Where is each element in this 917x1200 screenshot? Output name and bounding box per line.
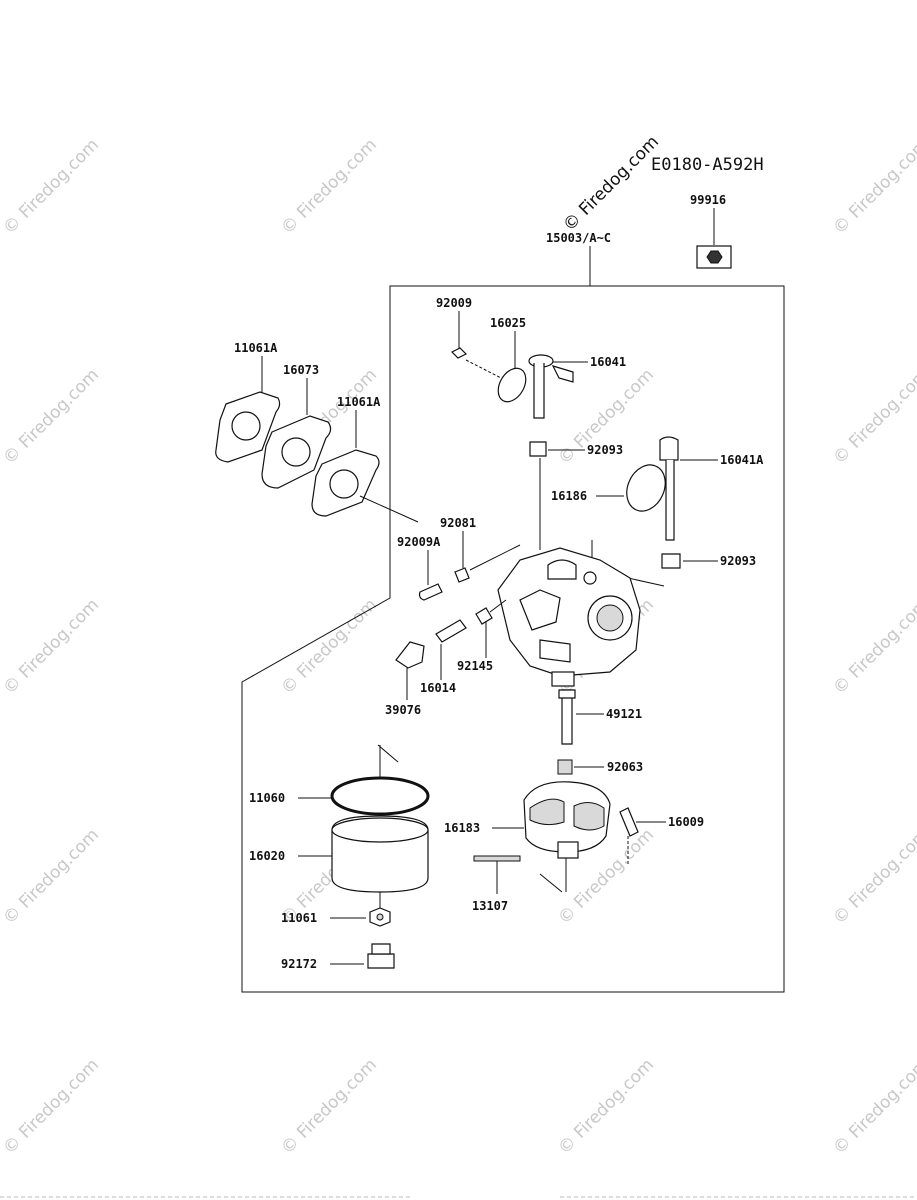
float-bowl-rim-icon	[331, 817, 429, 843]
screw-92009-icon	[450, 347, 468, 359]
choke-lever-icon	[551, 365, 574, 383]
diagram-code: E0180-A592H	[651, 155, 764, 175]
watermark: © Firedog.com	[554, 1055, 658, 1159]
part-label-99916[interactable]: 99916	[690, 193, 726, 207]
jet-16014-icon	[435, 619, 467, 643]
assembly-label[interactable]: 15003/A~C	[546, 231, 611, 245]
watermark: © Firedog.com	[829, 135, 917, 239]
throttle-shaft-16041A-icon	[665, 460, 675, 541]
part-label-92009A[interactable]: 92009A	[397, 535, 441, 549]
watermark: © Firedog.com	[829, 1055, 917, 1159]
part-label-92093-bottom[interactable]: 92093	[720, 554, 756, 568]
watermark: © Firedog.com	[0, 365, 103, 469]
watermark-dark: © Firedog.com	[559, 132, 663, 236]
needle-13107-icon	[473, 855, 521, 862]
part-label-39076[interactable]: 39076	[385, 703, 421, 717]
leader-line	[469, 544, 521, 571]
part-label-16020[interactable]: 16020	[249, 849, 285, 863]
throttle-plate-16186-icon	[626, 464, 666, 512]
watermark: © Firedog.com	[829, 825, 917, 929]
throttle-shaft-16041A-icon	[659, 436, 679, 461]
part-label-16014[interactable]: 16014	[420, 681, 456, 695]
part-label-16025[interactable]: 16025	[490, 316, 526, 330]
gasket-hole-icon	[231, 411, 261, 441]
washer-hole-icon	[376, 913, 384, 921]
watermark: © Firedog.com	[829, 595, 917, 699]
leader-line	[539, 873, 563, 893]
part-label-92172[interactable]: 92172	[281, 957, 317, 971]
o-ring-11060-icon	[330, 776, 430, 816]
watermark: © Firedog.com	[277, 595, 381, 699]
part-label-16186[interactable]: 16186	[551, 489, 587, 503]
part-label-11061[interactable]: 11061	[281, 911, 317, 925]
part-label-13107[interactable]: 13107	[472, 899, 508, 913]
part-label-16009[interactable]: 16009	[668, 815, 704, 829]
part-label-16073[interactable]: 16073	[283, 363, 319, 377]
part-label-11061A-left[interactable]: 11061A	[234, 341, 278, 355]
seal-92093-icon	[529, 441, 547, 457]
watermark: © Firedog.com	[277, 1055, 381, 1159]
float-cavity-icon	[573, 802, 605, 831]
watermark: © Firedog.com	[0, 135, 103, 239]
part-label-16041A[interactable]: 16041A	[720, 453, 764, 467]
part-label-16183[interactable]: 16183	[444, 821, 480, 835]
float-cavity-icon	[529, 798, 565, 826]
watermark: © Firedog.com	[0, 1055, 103, 1159]
leader-line	[489, 599, 507, 613]
leader-line	[465, 359, 506, 381]
screw-92009A-icon	[418, 583, 443, 601]
nut-hex-icon	[706, 250, 723, 264]
float-hinge-icon	[557, 841, 579, 859]
spring-92145-icon	[475, 607, 493, 625]
spring-92081-icon	[454, 567, 470, 583]
bolt-92172-icon	[367, 953, 395, 969]
gasket-hole-icon	[329, 469, 359, 499]
part-label-11060[interactable]: 11060	[249, 791, 285, 805]
leader-line	[359, 495, 419, 523]
part-label-92145[interactable]: 92145	[457, 659, 493, 673]
float-16183-icon	[523, 781, 611, 853]
part-label-49121[interactable]: 49121	[606, 707, 642, 721]
assembly-frame	[241, 285, 785, 993]
leader-line	[377, 744, 399, 763]
part-label-92063[interactable]: 92063	[607, 760, 643, 774]
watermark: © Firedog.com	[277, 135, 381, 239]
watermark: © Firedog.com	[829, 365, 917, 469]
choke-shaft-16041-icon	[533, 363, 545, 419]
part-label-92009[interactable]: 92009	[436, 296, 472, 310]
part-label-16041[interactable]: 16041	[590, 355, 626, 369]
part-label-92093-top[interactable]: 92093	[587, 443, 623, 457]
carburetor-body	[497, 547, 641, 687]
part-label-92081[interactable]: 92081	[440, 516, 476, 530]
watermark: © Firedog.com	[0, 595, 103, 699]
insulator-hole-icon	[281, 437, 311, 467]
watermark: © Firedog.com	[0, 825, 103, 929]
plug-39076-icon	[395, 641, 425, 669]
jet-92063-icon	[557, 759, 573, 775]
choke-plate-16025-icon	[497, 367, 527, 403]
emulsion-tube-head-icon	[558, 689, 576, 699]
bolt-92172-thread-icon	[371, 943, 391, 955]
seal-92093-icon	[661, 553, 681, 569]
pin-16009-icon	[619, 807, 639, 837]
part-label-11061A-right[interactable]: 11061A	[337, 395, 381, 409]
